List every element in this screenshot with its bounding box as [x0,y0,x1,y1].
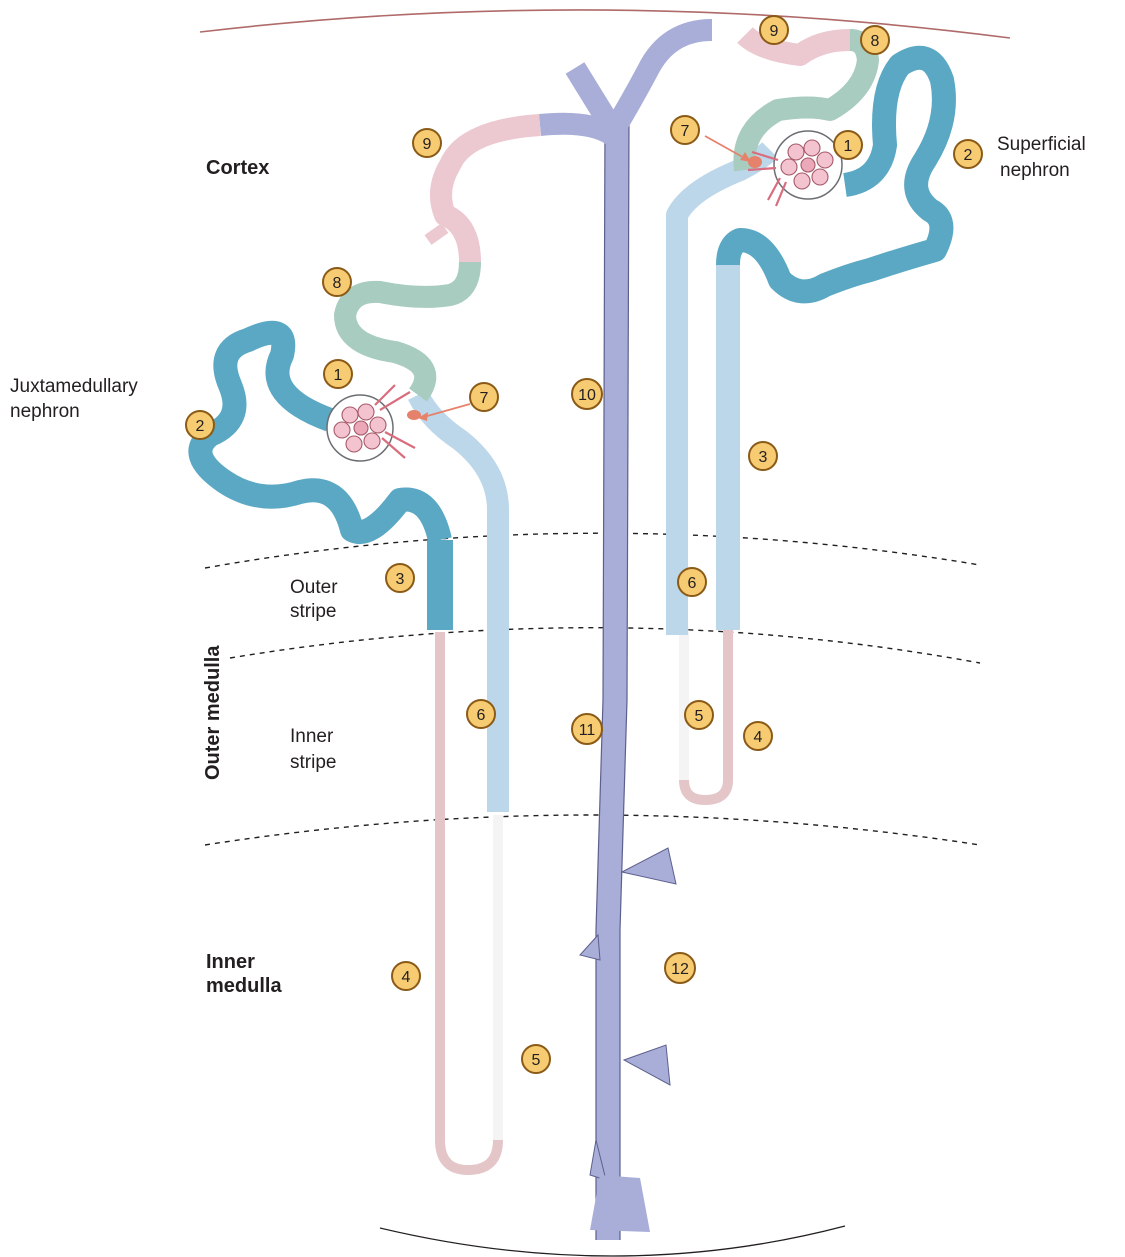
duct-merge-stub-1 [622,848,676,884]
svg-text:1: 1 [844,138,853,155]
outer-inner-medulla-boundary [205,815,980,845]
svg-text:7: 7 [480,390,489,407]
svg-text:9: 9 [770,23,779,40]
juxtamedullary-nephron [200,125,540,1170]
label-superficial-2: nephron [1000,160,1070,181]
svg-text:5: 5 [532,1052,541,1069]
label-juxtamedullary-2: nephron [10,401,80,422]
marker-7-juxta: 7 [470,383,498,411]
marker-5-juxta: 5 [522,1045,550,1073]
svg-text:2: 2 [196,418,205,435]
svg-text:3: 3 [759,449,768,466]
superficial-macula-densa [748,156,762,168]
marker-1-juxta: 1 [324,360,352,388]
duct-merge-stub-5 [590,1175,650,1232]
marker-8-juxta: 8 [323,268,351,296]
marker-6-juxta: 6 [467,700,495,728]
marker-1-superficial: 1 [834,131,862,159]
juxta-connecting-stub [428,228,445,240]
marker-7-superficial: 7 [671,116,699,144]
marker-4-juxta: 4 [392,962,420,990]
juxta-macula-densa [407,410,421,420]
svg-text:6: 6 [688,575,697,592]
svg-text:11: 11 [579,722,596,739]
zone-label-inner-stripe-2: stripe [290,752,336,773]
label-superficial-1: Superficial [997,134,1086,155]
svg-text:6: 6 [477,707,486,724]
marker-2-superficial: 2 [954,140,982,168]
svg-text:8: 8 [333,275,342,292]
svg-text:7: 7 [681,123,690,140]
label-juxtamedullary-1: Juxtamedullary [10,376,138,397]
marker-11: 11 [572,714,602,744]
marker-10: 10 [572,379,602,409]
svg-text:12: 12 [671,961,689,978]
cortex-outer-stripe-boundary [205,533,980,568]
zone-label-inner-medulla-1: Inner [206,951,255,973]
marker-4-superficial: 4 [744,722,772,750]
svg-text:8: 8 [871,33,880,50]
collecting-duct-branch-right [617,30,712,125]
duct-merge-stub-2 [580,935,600,960]
marker-5-superficial: 5 [685,701,713,729]
svg-text:9: 9 [423,136,432,153]
juxta-connecting-tubule [441,125,540,262]
svg-text:10: 10 [578,387,596,404]
zone-label-inner-stripe-1: Inner [290,726,334,747]
marker-3-juxta: 3 [386,564,414,592]
marker-6-superficial: 6 [678,568,706,596]
svg-text:4: 4 [754,729,763,746]
marker-9-juxta: 9 [413,129,441,157]
marker-8-superficial: 8 [861,26,889,54]
marker-2-juxta: 2 [186,411,214,439]
svg-text:3: 3 [396,571,405,588]
zone-label-cortex: Cortex [206,157,269,179]
svg-text:4: 4 [402,969,411,986]
juxta-distal-convoluted [345,262,470,395]
superficial-nephron [677,35,944,800]
marker-12: 12 [665,953,695,983]
marker-3-superficial: 3 [749,442,777,470]
duct-merge-stub-3 [624,1045,670,1085]
svg-text:1: 1 [334,367,343,384]
zone-label-outer-stripe-1: Outer [290,577,338,598]
collecting-duct-branch-juxta [540,124,612,135]
svg-text:5: 5 [695,708,704,725]
collecting-duct-main [608,120,617,1240]
zone-label-inner-medulla-2: medulla [206,975,282,997]
zone-label-outer-stripe-2: stripe [290,601,336,622]
marker-9-superficial: 9 [760,16,788,44]
superficial-connecting-tubule [745,35,850,55]
zone-label-outer-medulla: Outer medulla [202,645,224,780]
svg-text:2: 2 [964,147,973,164]
